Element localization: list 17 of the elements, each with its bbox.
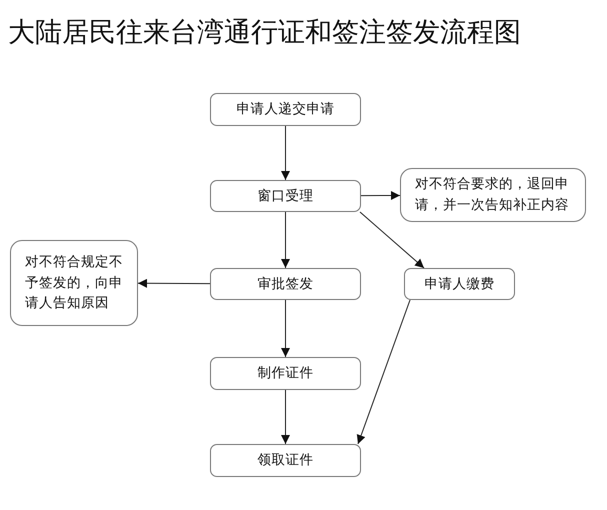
arrow <box>281 212 290 268</box>
process-box: 领取证件 <box>210 444 361 477</box>
arrow <box>360 212 424 268</box>
arrow <box>281 300 290 358</box>
note-box: 对不符合要求的，退回申请，并一次告知补正内容 <box>400 168 586 222</box>
arrow <box>356 300 410 444</box>
process-box: 窗口受理 <box>210 180 361 212</box>
process-box: 审批签发 <box>210 268 361 300</box>
note-box: 对不符合规定不予签发的，向申请人告知原因 <box>10 240 138 326</box>
process-box: 申请人递交申请 <box>210 93 361 126</box>
arrow <box>360 191 400 200</box>
arrow <box>138 278 210 288</box>
arrow <box>281 126 290 180</box>
title: 大陆居民往来台湾通行证和签注签发流程图 <box>8 16 521 50</box>
arrow <box>281 390 290 444</box>
process-box: 申请人缴费 <box>404 268 515 300</box>
process-box: 制作证件 <box>210 357 361 390</box>
